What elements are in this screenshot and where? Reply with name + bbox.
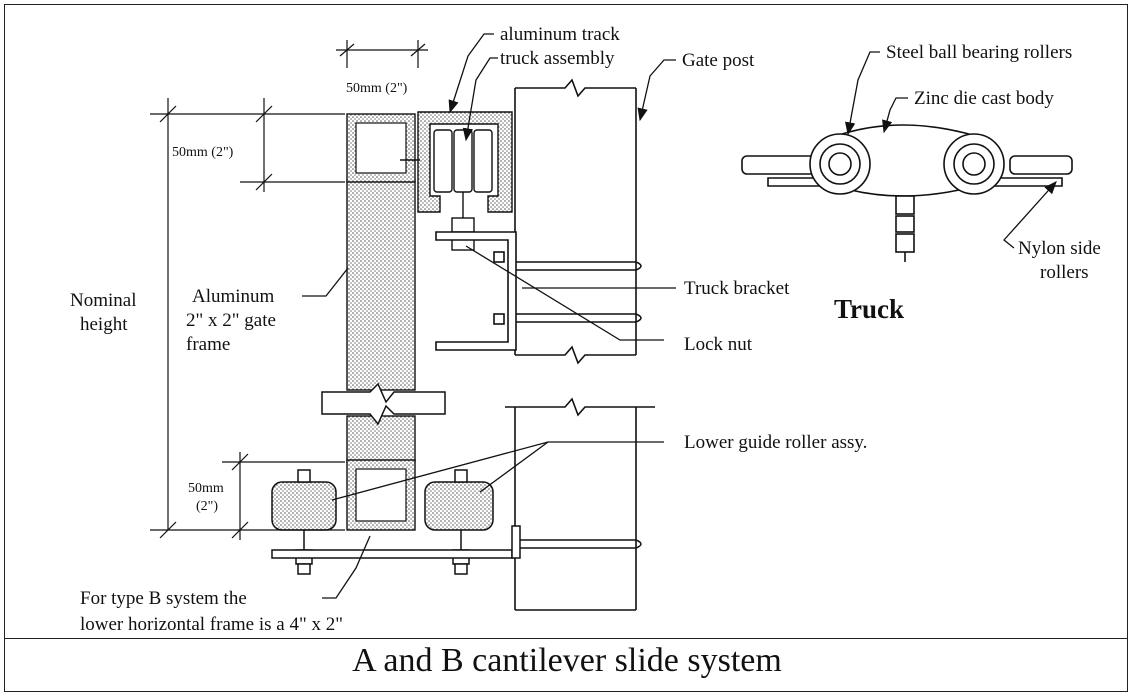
- caption-bar: [4, 638, 1128, 692]
- label-truck-bracket: Truck bracket: [684, 278, 790, 299]
- diagram-caption: A and B cantilever slide system: [352, 642, 782, 679]
- label-frame: frame: [186, 334, 230, 355]
- label-steel-rollers: Steel ball bearing rollers: [886, 42, 1072, 63]
- label-dim-left-top: 50mm (2"): [172, 145, 234, 160]
- label-aluminum: Aluminum: [192, 286, 275, 307]
- gate-frame: [346, 113, 416, 531]
- truck-bracket: [435, 231, 642, 351]
- truck-illustration: [741, 124, 1073, 262]
- label-type-b-1: For type B system the: [80, 588, 247, 609]
- label-type-b-2: lower horizontal frame is a 4" x 2": [80, 614, 343, 635]
- label-nylon: Nylon side: [1018, 238, 1101, 259]
- label-truck-assembly: truck assembly: [500, 48, 615, 69]
- label-aluminum-track: aluminum track: [500, 24, 620, 45]
- label-nominal: Nominal: [70, 290, 137, 311]
- label-gate-post: Gate post: [682, 50, 755, 71]
- label-lower-guide: Lower guide roller assy.: [684, 432, 867, 453]
- label-gate-size: 2" x 2" gate: [186, 310, 276, 331]
- lower-guide-roller: [271, 469, 642, 575]
- leader-lines: [302, 33, 676, 599]
- truck-leaders: [845, 51, 1057, 249]
- diagram-frame: [4, 4, 1128, 692]
- frame-break: [321, 382, 446, 426]
- dimension-lines: [150, 40, 428, 540]
- label-truck-title: Truck: [834, 294, 904, 324]
- gate-post: [505, 78, 655, 611]
- label-rollers: rollers: [1040, 262, 1089, 283]
- label-dim-bottom-in: (2"): [196, 499, 218, 514]
- label-dim-top: 50mm (2"): [346, 81, 408, 96]
- label-lock-nut: Lock nut: [684, 334, 753, 355]
- aluminum-track: [400, 111, 513, 251]
- label-zinc-body: Zinc die cast body: [914, 88, 1054, 109]
- label-dim-bottom: 50mm: [188, 481, 224, 496]
- label-height: height: [80, 314, 128, 335]
